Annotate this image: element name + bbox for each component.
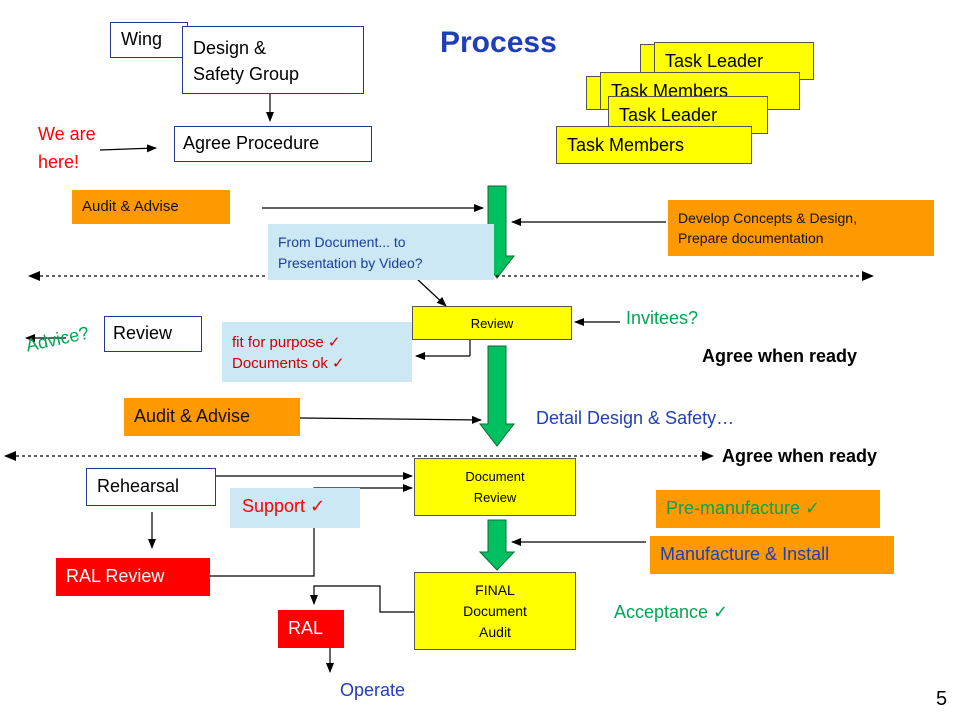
green-flow-arrow-2 <box>478 345 516 447</box>
agree-when-ready-1: Agree when ready <box>702 346 858 366</box>
ral-review-label: RAL Review <box>66 566 165 586</box>
fit-for-purpose-line: fit for purpose ✓ <box>232 334 341 351</box>
review-box-label: Review <box>470 315 514 331</box>
manufacture-install-box: Manufacture & Install <box>650 536 894 574</box>
invitees-label: Invitees? <box>626 308 699 328</box>
agree-when-ready-2: Agree when ready <box>722 446 878 466</box>
ral-label: RAL <box>288 618 324 638</box>
page-title: Process <box>440 26 557 59</box>
final-line3: Audit <box>479 623 511 640</box>
from-document-line2: Presentation by Video? <box>278 255 423 271</box>
audit-advise-mid-box: Audit & Advise <box>124 398 300 436</box>
dashed-divider-2-left-head <box>4 451 16 461</box>
ral-review-box: RAL Review <box>56 558 210 596</box>
develop-concepts-box: Develop Concepts & Design, Prepare docum… <box>668 200 934 256</box>
develop-concepts-line1: Develop Concepts & Design, <box>678 210 857 226</box>
pre-manufacture-box: Pre-manufacture ✓ <box>656 490 880 528</box>
rehearsal-label: Rehearsal <box>97 476 180 496</box>
design-safety-group-box: Design & Safety Group <box>182 26 364 94</box>
pre-manufacture-label: Pre-manufacture ✓ <box>666 498 821 518</box>
from-document-box: From Document... to Presentation by Vide… <box>268 224 494 280</box>
design-safety-group-line1: Design & <box>193 38 267 58</box>
rehearsal-box: Rehearsal <box>86 468 216 506</box>
acceptance-label: Acceptance ✓ <box>614 602 729 622</box>
final-document-audit-box: FINAL Document Audit <box>414 572 576 650</box>
manufacture-install-label: Manufacture & Install <box>660 544 830 564</box>
agree-procedure-box: Agree Procedure <box>174 126 372 162</box>
review-white-box: Review <box>104 316 202 352</box>
task-members-front-box: Task Members <box>556 126 752 164</box>
page-number: 5 <box>936 688 948 710</box>
ral-box: RAL <box>278 610 344 648</box>
design-safety-group-line2: Safety Group <box>193 64 300 84</box>
document-review-box: Document Review <box>414 458 576 516</box>
arrow-from-document-to-review <box>415 277 447 307</box>
review-box: Review <box>412 306 572 340</box>
from-document-line1: From Document... to <box>278 234 406 250</box>
agree-procedure-label: Agree Procedure <box>183 133 320 153</box>
dashed-divider-1-left-head <box>28 271 40 281</box>
dashed-divider-2-right-head <box>702 451 714 461</box>
we-are-here-label: We are here! <box>38 124 96 172</box>
wing-label: Wing <box>121 29 163 49</box>
task-leader-front-label: Task Leader <box>619 105 718 125</box>
operate-label: Operate <box>340 680 406 700</box>
audit-advise-mid-label: Audit & Advise <box>134 406 251 426</box>
final-line2: Document <box>463 602 527 619</box>
review-white-label: Review <box>113 323 173 343</box>
arrow-final-to-ral <box>310 585 414 613</box>
document-review-line2: Review <box>473 490 517 505</box>
final-line1: FINAL <box>475 581 515 598</box>
document-review-line1: Document <box>465 469 525 484</box>
audit-advise-top-label: Audit & Advise <box>82 198 179 215</box>
arrow-we-are-here <box>99 144 157 153</box>
arrow-ral-review-to-doc-review <box>210 484 413 577</box>
documents-ok-line: Documents ok ✓ <box>232 355 345 372</box>
task-members-front-label: Task Members <box>567 135 685 155</box>
detail-design-label: Detail Design & Safety… <box>536 408 735 428</box>
dashed-divider-1-right-head <box>862 271 874 281</box>
support-label: Support ✓ <box>242 496 326 516</box>
audit-advise-top-box: Audit & Advise <box>72 190 230 224</box>
wing-box: Wing <box>110 22 188 58</box>
green-flow-arrow-3 <box>478 519 516 571</box>
support-box: Support ✓ <box>230 488 360 528</box>
fit-for-purpose-box: fit for purpose ✓ Documents ok ✓ <box>222 322 412 382</box>
arrow-audit-mid <box>299 415 482 424</box>
task-leader-back-label: Task Leader <box>665 51 764 71</box>
develop-concepts-line2: Prepare documentation <box>678 230 824 246</box>
